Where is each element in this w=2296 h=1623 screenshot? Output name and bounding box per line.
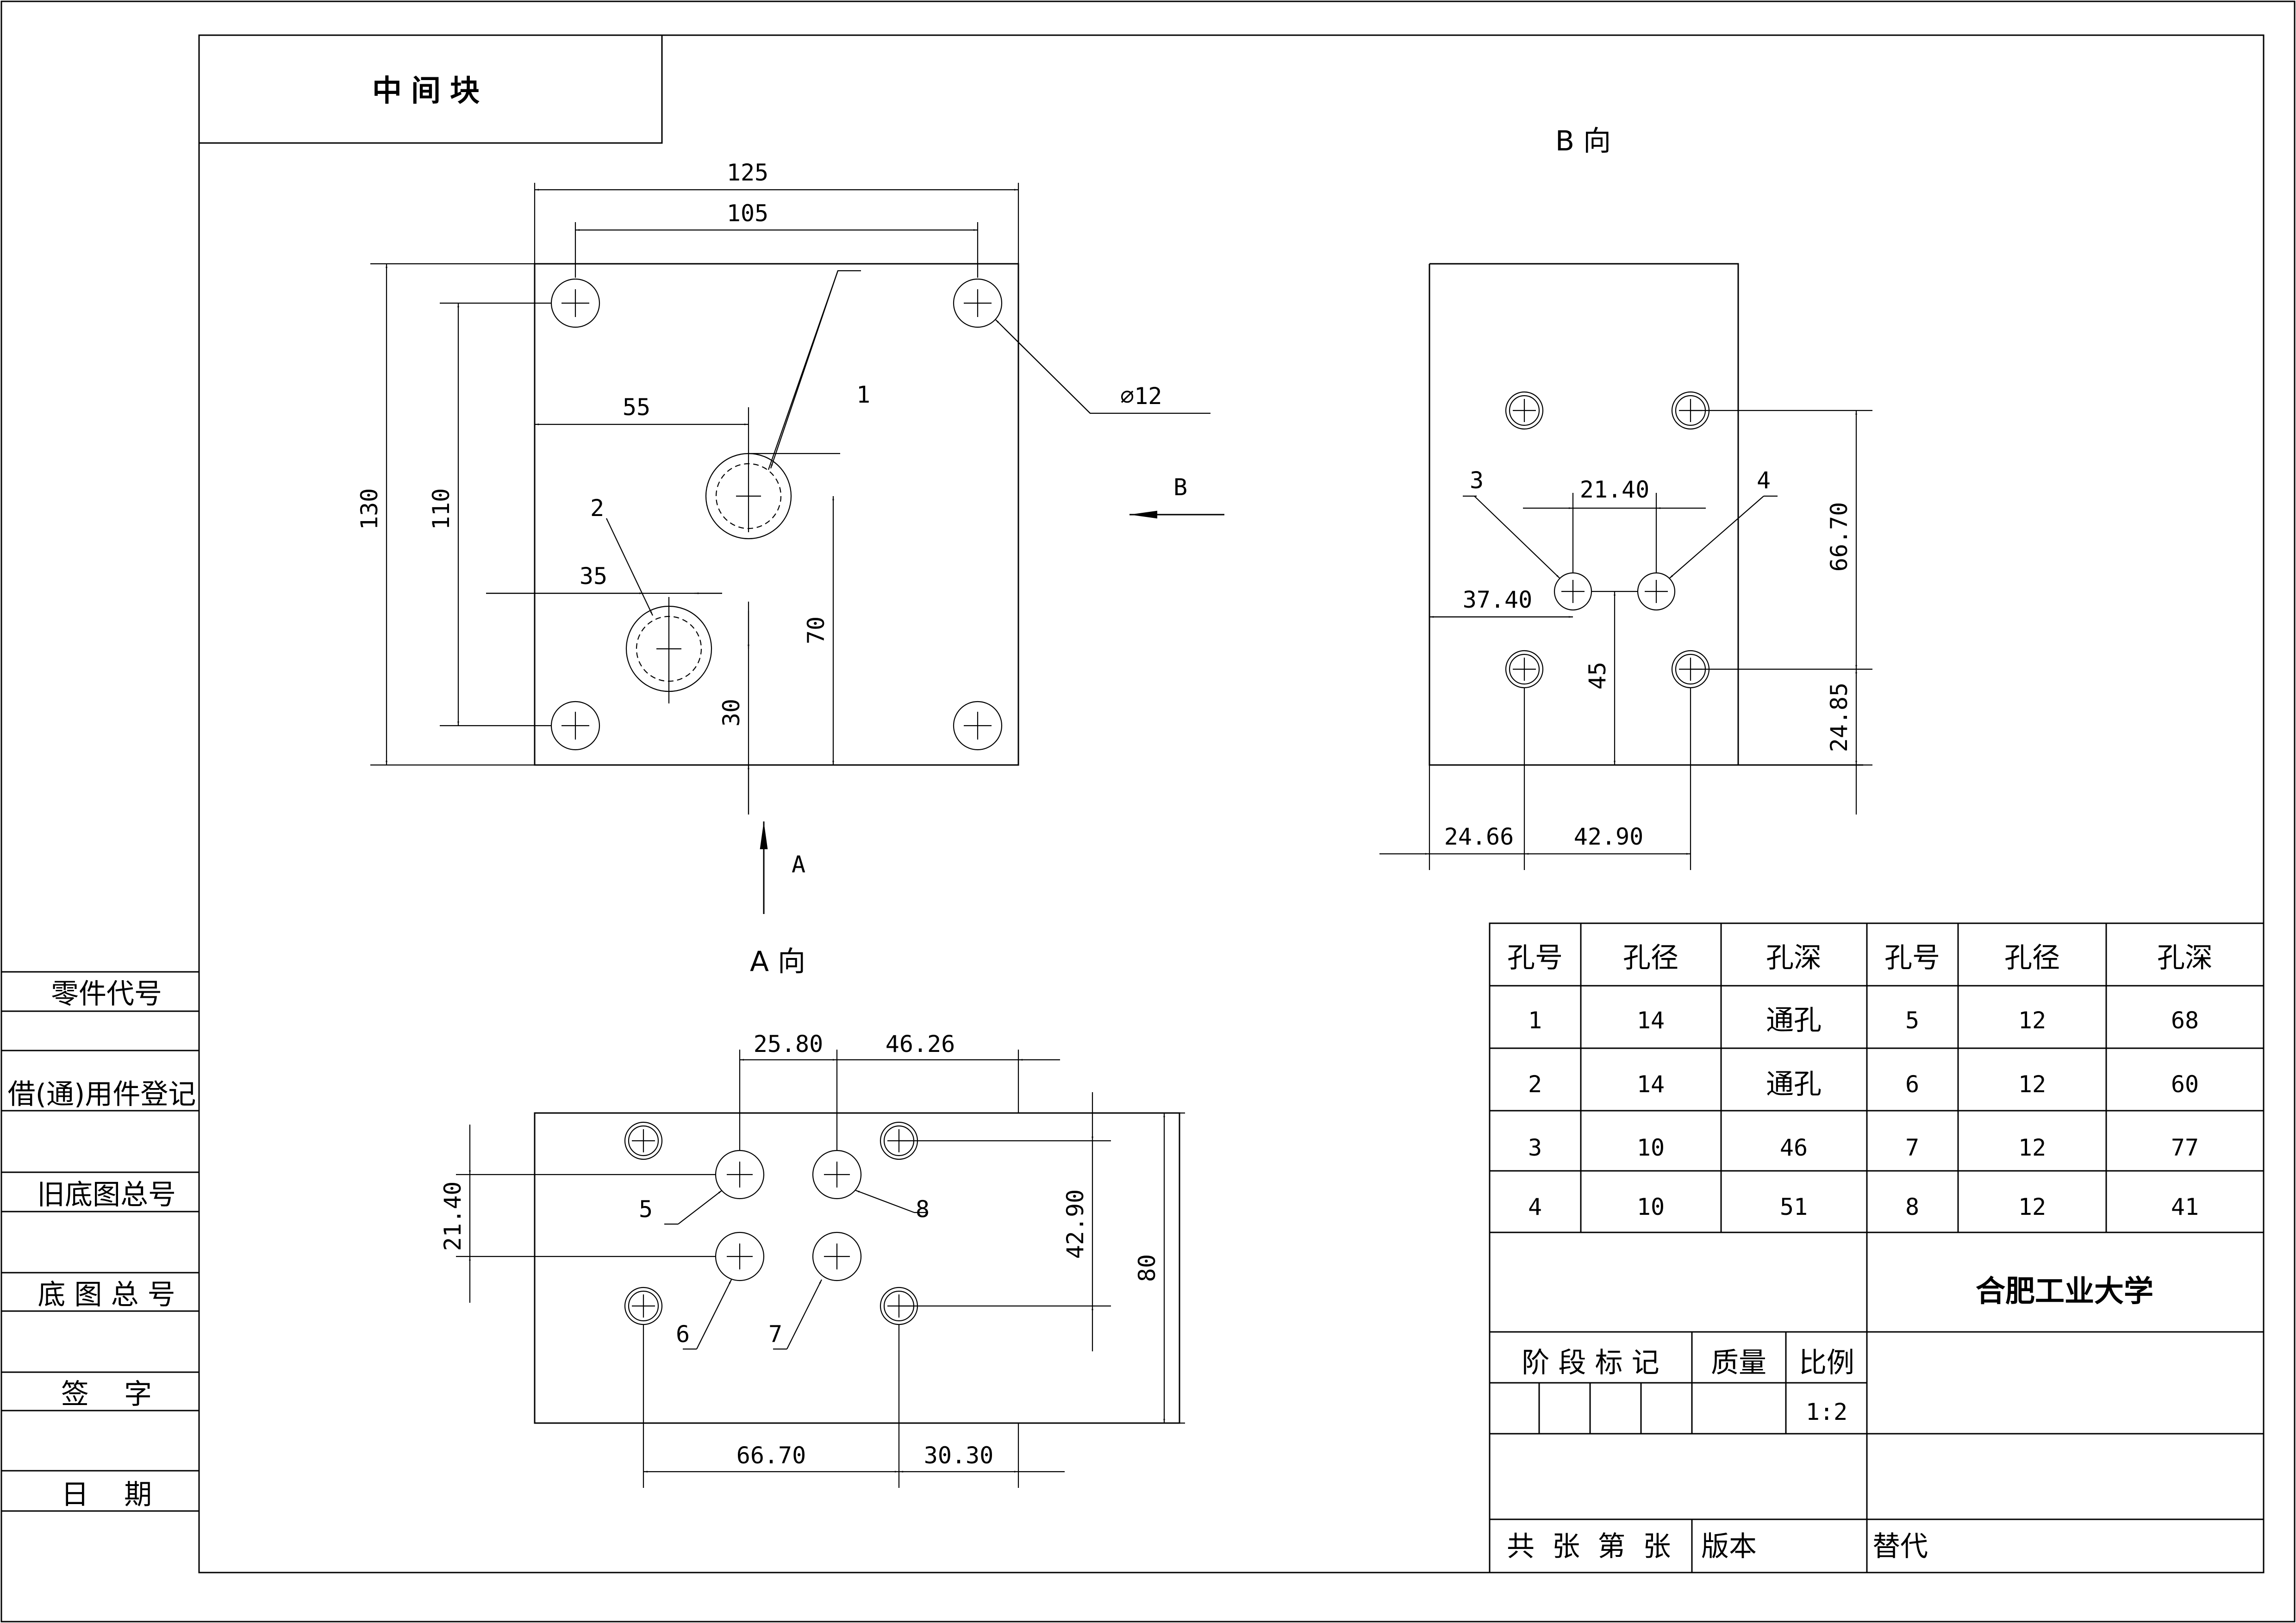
cell: 14 xyxy=(1637,1007,1665,1034)
a-view: 25.80 46.26 21.40 42.90 80 66.70 30.30 5… xyxy=(439,1031,1185,1488)
view-arrow-a: A xyxy=(760,821,805,914)
cell: 6 xyxy=(1905,1071,1919,1098)
a-dim-80: 80 xyxy=(1134,1254,1160,1282)
b-dim-45: 45 xyxy=(1584,662,1611,690)
callout-8: 8 xyxy=(916,1196,930,1223)
front-view: 125 105 130 110 55 35 70 30 ∅12 1 2 xyxy=(356,159,1210,815)
front-view-outline xyxy=(534,263,1019,766)
cell: 2 xyxy=(1528,1071,1542,1098)
b-dim-6670: 66.70 xyxy=(1826,502,1853,572)
th-hole-dia-1: 孔径 xyxy=(1623,942,1678,974)
cell: 12 xyxy=(2018,1007,2046,1034)
callout-7: 7 xyxy=(768,1321,782,1348)
arrow-b-label: B xyxy=(1173,474,1187,501)
cell: 12 xyxy=(2018,1134,2046,1161)
cell: 60 xyxy=(2171,1071,2199,1098)
table-row: 4 10 51 8 12 41 xyxy=(1528,1194,2199,1220)
th-hole-dia-2: 孔径 xyxy=(2004,942,2060,974)
b-view-title: B 向 xyxy=(1555,125,1611,157)
replace-label: 替代 xyxy=(1872,1530,1928,1563)
dim-55: 55 xyxy=(623,394,650,421)
side-item-old-base-number: 旧底图总号 xyxy=(37,1179,176,1211)
cell: 68 xyxy=(2171,1007,2199,1034)
callout-1: 1 xyxy=(856,381,870,408)
cell: 12 xyxy=(2018,1194,2046,1220)
a-dim-2580: 25.80 xyxy=(754,1031,824,1057)
dim-130: 130 xyxy=(356,488,383,530)
b-dim-2485: 24.85 xyxy=(1826,683,1853,752)
sheet-count-label: 共 张 第 张 xyxy=(1507,1530,1671,1563)
hole-table: 孔号 孔径 孔深 孔号 孔径 孔深 1 14 通孔 5 12 68 2 14 通… xyxy=(1489,922,2265,1573)
scale-value: 1:2 xyxy=(1806,1399,1847,1425)
dim-125: 125 xyxy=(727,159,768,186)
school-name: 合肥工业大学 xyxy=(1976,1275,2153,1309)
version-label: 版本 xyxy=(1701,1530,1757,1563)
th-hole-depth-1: 孔深 xyxy=(1766,942,1822,974)
th-hole-no-1: 孔号 xyxy=(1507,942,1563,974)
callout-3: 3 xyxy=(1470,467,1484,494)
cell: 14 xyxy=(1637,1071,1665,1098)
cell: 8 xyxy=(1905,1194,1919,1220)
b-dim-3740: 37.40 xyxy=(1463,586,1533,613)
cell: 4 xyxy=(1528,1194,1542,1220)
cell: 通孔 xyxy=(1766,1004,1822,1037)
side-item-borrow-register: 借(通)用件登记 xyxy=(8,1078,196,1111)
cell: 10 xyxy=(1637,1134,1665,1161)
view-arrow-b: B xyxy=(1129,474,1224,519)
dim-105: 105 xyxy=(727,200,768,227)
a-dim-6670: 66.70 xyxy=(736,1442,806,1469)
side-item-part-code: 零件代号 xyxy=(51,978,162,1010)
cell: 5 xyxy=(1905,1007,1919,1034)
callout-5: 5 xyxy=(639,1196,653,1223)
table-row: 1 14 通孔 5 12 68 xyxy=(1528,1004,2199,1037)
dim-35: 35 xyxy=(580,563,607,590)
cell: 1 xyxy=(1528,1007,1542,1034)
mass-label: 质量 xyxy=(1711,1347,1766,1379)
cell: 通孔 xyxy=(1766,1068,1822,1101)
stage-mark-label: 阶 段 标 记 xyxy=(1522,1347,1659,1379)
a-dim-3030: 30.30 xyxy=(924,1442,994,1469)
callout-2: 2 xyxy=(590,495,604,522)
th-hole-no-2: 孔号 xyxy=(1884,942,1940,974)
b-dim-2466: 24.66 xyxy=(1444,823,1514,850)
cell: 3 xyxy=(1528,1134,1542,1161)
b-dim-2140: 21.40 xyxy=(1580,476,1650,503)
dim-dia12: ∅12 xyxy=(1120,383,1162,410)
cell: 7 xyxy=(1905,1134,1919,1161)
a-view-title: A 向 xyxy=(750,945,805,978)
cell: 46 xyxy=(1780,1134,1808,1161)
a-dim-2140: 21.40 xyxy=(439,1181,466,1251)
side-column: 零件代号 借(通)用件登记 旧底图总号 底 图 总 号 签 字 日 期 xyxy=(1,971,199,1512)
inner-border xyxy=(198,34,2265,1573)
table-row: 3 10 46 7 12 77 xyxy=(1528,1134,2199,1161)
cell: 51 xyxy=(1780,1194,1808,1220)
side-item-signature: 签 字 xyxy=(61,1378,152,1411)
callout-6: 6 xyxy=(676,1321,690,1348)
scale-label: 比例 xyxy=(1799,1347,1854,1379)
dim-30: 30 xyxy=(718,699,745,727)
cell: 10 xyxy=(1637,1194,1665,1220)
b-view: 21.40 37.40 66.70 45 24.85 24.66 42.90 3… xyxy=(1379,263,1872,870)
part-name: 中间块 xyxy=(372,74,489,108)
cell: 77 xyxy=(2171,1134,2199,1161)
a-dim-4626: 46.26 xyxy=(886,1031,955,1057)
table-row: 2 14 通孔 6 12 60 xyxy=(1528,1068,2199,1101)
dim-70: 70 xyxy=(803,616,830,644)
b-dim-4290: 42.90 xyxy=(1574,823,1644,850)
cell: 41 xyxy=(2171,1194,2199,1220)
side-item-base-number: 底 图 总 号 xyxy=(37,1279,175,1311)
arrow-a-label: A xyxy=(792,851,805,878)
th-hole-depth-2: 孔深 xyxy=(2157,942,2213,974)
part-name-box xyxy=(198,34,663,144)
hole-table-header: 孔号 孔径 孔深 孔号 孔径 孔深 xyxy=(1507,942,2213,974)
callout-4: 4 xyxy=(1757,467,1771,494)
side-item-date: 日 期 xyxy=(61,1479,152,1511)
a-dim-4290: 42.90 xyxy=(1062,1189,1089,1259)
dim-110: 110 xyxy=(428,488,455,530)
cell: 12 xyxy=(2018,1071,2046,1098)
